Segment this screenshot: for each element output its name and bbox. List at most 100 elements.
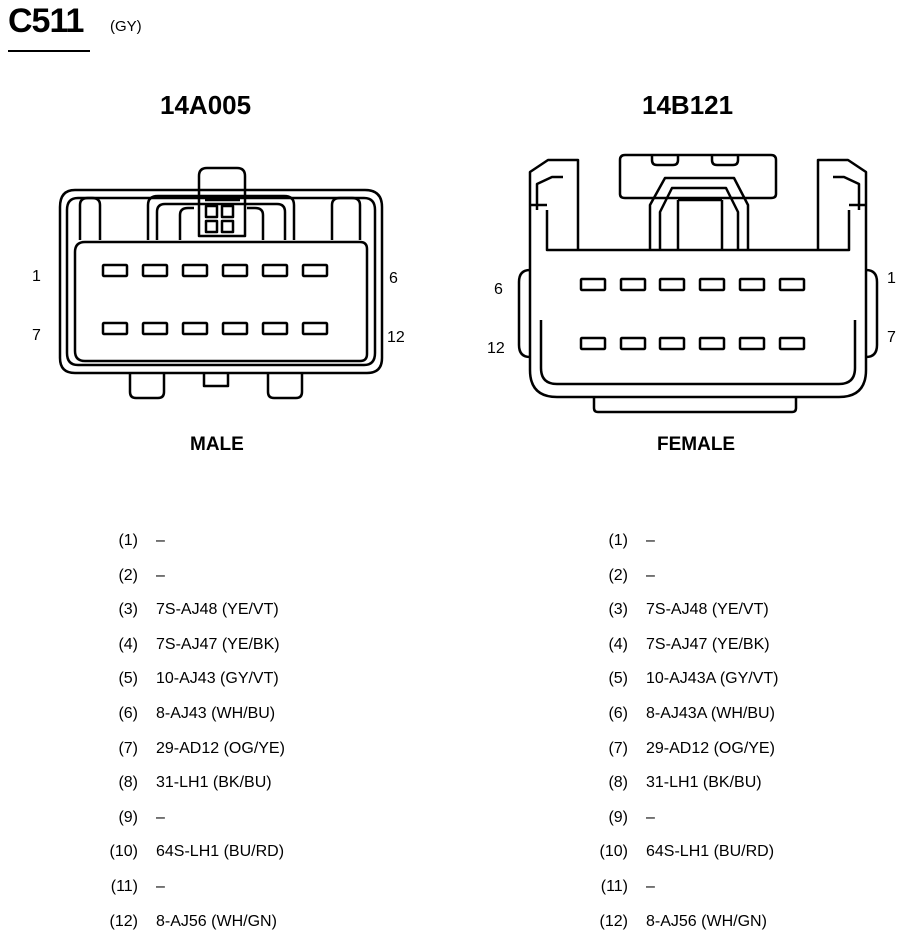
pin-cavity: [261, 321, 289, 336]
pin-cavity: [181, 321, 209, 336]
pin-row: (3) 7S-AJ48 (YE/VT): [588, 596, 888, 631]
pin-row: (10) 64S-LH1 (BU/RD): [98, 838, 398, 873]
pin-row: (11)–: [98, 873, 398, 908]
male-pin-label-bottom-right: 12: [387, 329, 405, 346]
pin-cavity: [221, 321, 249, 336]
pin-row: (5)10-AJ43 (GY/VT): [98, 665, 398, 700]
pin-cavity: [261, 263, 289, 278]
pin-row: (1) –: [98, 527, 398, 562]
pin-cavity: [778, 336, 806, 351]
pin-row: (4)7S-AJ47 (YE/BK): [588, 631, 888, 666]
male-pin-label-top-left: 1: [32, 268, 41, 285]
pin-row: (10)64S-LH1 (BU/RD): [588, 838, 888, 873]
pin-circuit: –: [156, 808, 165, 826]
pin-circuit: 7S-AJ48 (YE/VT): [646, 601, 769, 619]
pin-cavity: [619, 277, 647, 292]
male-gender-label: MALE: [190, 434, 244, 455]
pin-cavity: [141, 263, 169, 278]
pin-cavity: [658, 336, 686, 351]
pin-cavity: [738, 336, 766, 351]
pin-cavity: [698, 277, 726, 292]
pin-number: (1): [608, 532, 628, 549]
connector-id: C511: [8, 2, 84, 40]
pin-circuit: 10-AJ43 (GY/VT): [156, 670, 279, 688]
pin-circuit: –: [646, 532, 655, 549]
pin-cavity: [579, 277, 607, 292]
pin-number: (1): [118, 532, 138, 549]
pin-number: (8): [608, 774, 628, 792]
pin-circuit: –: [646, 566, 655, 584]
pin-row: (8) 31-LH1 (BK/BU): [98, 769, 398, 804]
pin-cavity: [778, 277, 806, 292]
pin-cavity: [301, 263, 329, 278]
pin-cavity: [181, 263, 209, 278]
pin-circuit: 7S-AJ47 (YE/BK): [646, 635, 770, 653]
pin-circuit: 8-AJ43A (WH/BU): [646, 704, 775, 722]
pin-number: (11): [600, 877, 628, 895]
pin-number: (12): [109, 912, 138, 930]
pin-circuit: 31-LH1 (BK/BU): [156, 774, 272, 792]
female-pin-label-bottom-right: 7: [887, 329, 896, 346]
pin-cavity: [301, 321, 329, 336]
pin-cavity: [619, 336, 647, 351]
pin-circuit: 29-AD12 (OG/YE): [156, 739, 285, 757]
pin-circuit: 8-AJ56 (WH/GN): [156, 912, 277, 930]
pin-circuit: 31-LH1 (BK/BU): [646, 774, 762, 792]
female-pin-label-top-right: 1: [887, 270, 896, 287]
pin-number: (12): [599, 912, 628, 930]
female-pin-label-top-left: 6: [494, 281, 503, 298]
pin-circuit: 8-AJ43 (WH/BU): [156, 704, 276, 722]
pin-circuit: –: [156, 877, 165, 895]
pin-number: (7): [118, 739, 138, 757]
pin-row: (12) 8-AJ56 (WH/GN): [98, 908, 398, 942]
pin-row: (5)10-AJ43A (GY/VT): [588, 665, 888, 700]
connector-color-code: (GY): [110, 18, 142, 35]
pin-row: (2)–: [588, 562, 888, 597]
pin-row: (7) 29-AD12 (OG/YE): [98, 735, 398, 770]
pin-circuit: –: [646, 877, 655, 895]
pin-circuit: –: [156, 532, 165, 549]
pin-cavity: [658, 277, 686, 292]
pin-circuit: 29-AD12 (OG/YE): [646, 739, 775, 757]
pin-number: (3): [118, 601, 138, 619]
pin-circuit: 8-AJ56 (WH/GN): [646, 912, 767, 930]
pin-cavity: [579, 336, 607, 351]
pin-circuit: –: [156, 566, 165, 584]
male-part-number: 14A005: [160, 90, 252, 120]
pin-cavity: [101, 321, 129, 336]
pin-row: (7) 29-AD12 (OG/YE): [588, 735, 888, 770]
female-part-number: 14B121: [642, 90, 734, 120]
pin-number: (9): [608, 808, 628, 826]
pin-number: (11): [110, 877, 138, 895]
pin-number: (7): [608, 739, 628, 757]
pin-number: (8): [118, 774, 138, 792]
pin-circuit: 10-AJ43A (GY/VT): [646, 670, 779, 688]
male-pinout-table: (1)–(2)–(3)7S-AJ48 (YE/VT)(4)7S-AJ47 (YE…: [98, 527, 398, 942]
female-pinout-table: (1)–(2)–(3)7S-AJ48 (YE/VT)(4)7S-AJ47 (YE…: [588, 527, 888, 942]
pin-number: (10): [109, 843, 138, 861]
pin-number: (9): [118, 808, 138, 826]
female-pin-cavities: [579, 277, 806, 351]
pin-circuit: –: [646, 808, 655, 826]
pin-row: (4)7S-AJ47 (YE/BK): [98, 631, 398, 666]
pin-row: (3) 7S-AJ48 (YE/VT): [98, 596, 398, 631]
pin-number: (3): [608, 601, 628, 619]
pin-cavity: [221, 263, 249, 278]
pin-row: (11)–: [588, 873, 888, 908]
pin-circuit: 7S-AJ48 (YE/VT): [156, 601, 279, 619]
pin-number: (2): [608, 566, 628, 584]
male-pin-label-top-right: 6: [389, 270, 398, 287]
pin-cavity: [141, 321, 169, 336]
pin-row: (8) 31-LH1 (BK/BU): [588, 769, 888, 804]
pin-row: (9)–: [588, 804, 888, 839]
pin-cavity: [738, 277, 766, 292]
pin-row: (9)–: [98, 804, 398, 839]
pin-row: (2)–: [98, 562, 398, 597]
male-pin-label-bottom-left: 7: [32, 327, 41, 344]
pin-circuit: 64S-LH1 (BU/RD): [156, 843, 285, 861]
pin-number: (2): [118, 566, 138, 584]
pin-cavity: [698, 336, 726, 351]
pin-number: (6): [608, 704, 628, 722]
title-underline: [8, 50, 90, 52]
